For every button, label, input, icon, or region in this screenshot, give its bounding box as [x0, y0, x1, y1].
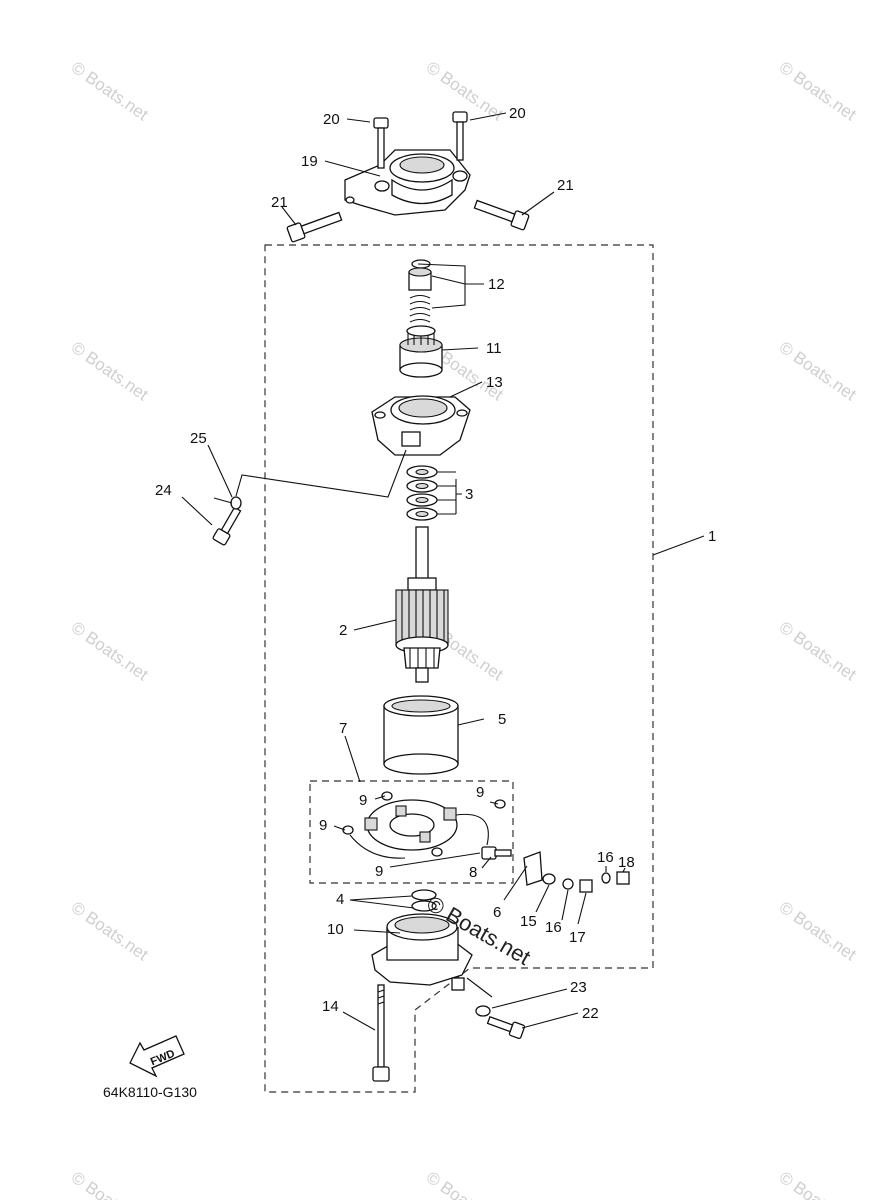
callout-7: 7 [339, 720, 347, 737]
callout-9-bottom: 9 [375, 863, 383, 880]
washer-25 [230, 496, 242, 510]
callout-19: 19 [301, 153, 318, 170]
armature [395, 526, 449, 683]
watermark: © Boats.net [423, 1168, 507, 1200]
callout-20-left: 20 [323, 111, 340, 128]
watermark: © Boats.net [776, 338, 860, 405]
watermark: © Boats.net [68, 898, 152, 965]
yoke [383, 695, 459, 775]
bolt-24 [212, 506, 242, 546]
nut-18 [616, 871, 630, 885]
pinion-gear [399, 325, 443, 378]
brush-holder [342, 791, 512, 860]
callout-20-right: 20 [509, 105, 526, 122]
callout-15: 15 [520, 913, 537, 930]
brush-holder-group-outline [309, 780, 514, 884]
washer-16-right [601, 872, 611, 884]
watermark: © Boats.net [776, 898, 860, 965]
callout-22: 22 [582, 1005, 599, 1022]
watermark-layer: © Boats.net © Boats.net © Boats.net © Bo… [68, 58, 860, 1200]
diagram-code: 64K8110-G130 [103, 1084, 197, 1100]
through-bolt [372, 984, 390, 1082]
callout-2: 2 [339, 622, 347, 639]
bolt-20-right [452, 111, 468, 161]
watermark: © Boats.net [68, 618, 152, 685]
callout-16-left: 16 [545, 919, 562, 936]
callout-12: 12 [488, 276, 505, 293]
callout-9-top: 9 [359, 792, 367, 809]
fwd-arrow: FWD [129, 1035, 185, 1078]
bolt-22 [486, 1015, 526, 1040]
washer-pair [411, 889, 437, 912]
front-cover [371, 395, 471, 456]
watermark: © Boats.net [68, 1168, 152, 1200]
callout-24: 24 [155, 482, 172, 499]
callout-labels: 1 2 3 4 5 6 7 8 9 9 9 9 10 11 12 13 14 1… [155, 105, 716, 1022]
callout-10: 10 [327, 921, 344, 938]
callout-8: 8 [469, 864, 477, 881]
washer-stack [406, 465, 438, 521]
bolt-21-left [286, 211, 343, 243]
watermark: © Boats.net [68, 338, 152, 405]
bolt-20-left [373, 117, 389, 169]
rear-cover [371, 913, 473, 991]
upper-bracket [344, 149, 471, 216]
callout-18: 18 [618, 854, 635, 871]
callout-9-left: 9 [319, 817, 327, 834]
washer-16-left [562, 878, 574, 890]
watermark: © Boats.net [68, 58, 152, 125]
callout-16-right: 16 [597, 849, 614, 866]
callout-11: 11 [486, 340, 502, 357]
leader-lines [181, 112, 705, 1031]
callout-9-right: 9 [476, 784, 484, 801]
callout-25: 25 [190, 430, 207, 447]
callout-21-left: 21 [271, 194, 288, 211]
callout-14: 14 [322, 998, 339, 1015]
callout-6: 6 [493, 904, 501, 921]
nut-17 [579, 879, 593, 893]
callout-1: 1 [708, 528, 716, 545]
callout-23: 23 [570, 979, 587, 996]
watermark: © Boats.net [776, 1168, 860, 1200]
callout-17: 17 [569, 929, 586, 946]
callout-21-right: 21 [557, 177, 574, 194]
watermark: © Boats.net [776, 58, 860, 125]
terminal-plate [523, 851, 543, 886]
callout-3: 3 [465, 486, 473, 503]
bolt-21-right [473, 199, 530, 231]
starter-assembly-outline [264, 244, 654, 1093]
watermark: © Boats.net [776, 618, 860, 685]
washer-15 [542, 873, 556, 885]
spring-collar-set [408, 259, 432, 323]
washer-23 [475, 1005, 491, 1017]
callout-4: 4 [336, 891, 344, 908]
callout-5: 5 [498, 711, 506, 728]
callout-13: 13 [486, 374, 503, 391]
